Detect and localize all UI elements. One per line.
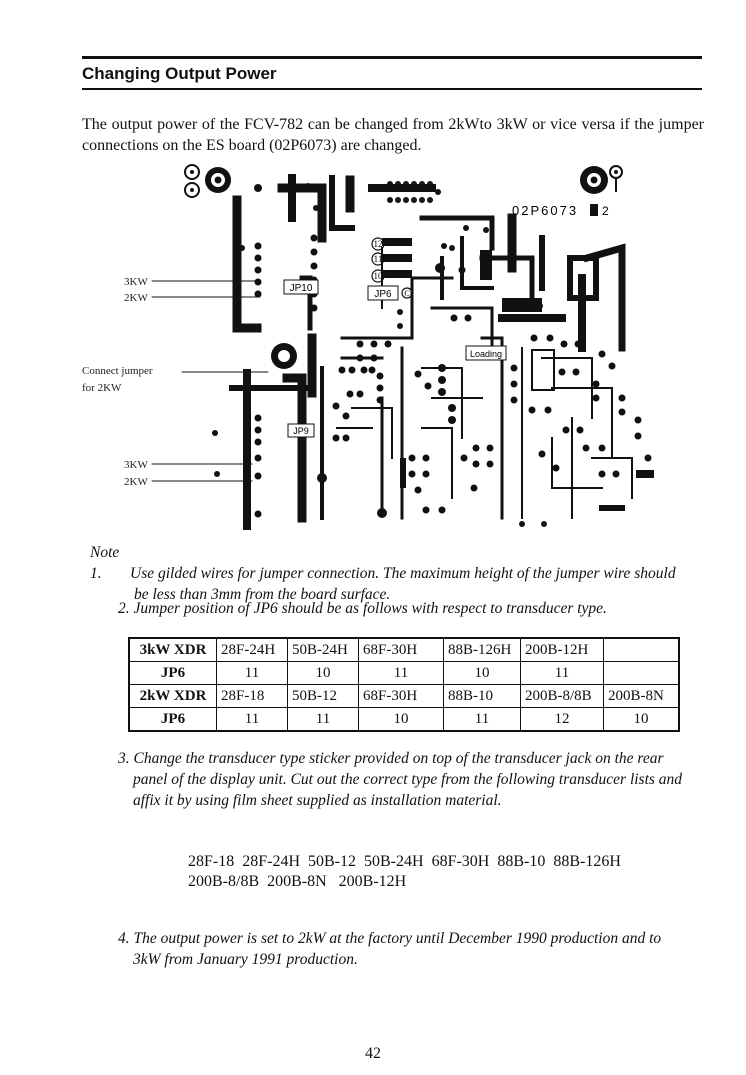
table-cell: 10 <box>358 707 444 732</box>
table-cell: 200B-8/8B <box>520 684 604 708</box>
loading-label: Loading <box>470 349 502 359</box>
note-2: 2. Jumper position of JP6 should be as f… <box>118 600 607 617</box>
page-number: 42 <box>365 1045 381 1062</box>
section-bottom-rule <box>82 88 702 90</box>
table-cell: 50B-12 <box>287 684 359 708</box>
note-4-line2: 3kW from January 1991 production. <box>133 951 358 968</box>
table-cell: 11 <box>287 707 359 732</box>
table-cell: 28F-18 <box>216 684 288 708</box>
table-cell: 200B-8N <box>603 684 680 708</box>
table-row: JP6 11 11 10 11 12 10 <box>128 707 680 732</box>
table-row: 2kW XDR 28F-18 50B-12 68F-30H 88B-10 200… <box>128 684 680 708</box>
part-number: 02P6073 <box>512 203 578 218</box>
table-cell <box>603 661 680 685</box>
row-header: 2kW XDR <box>128 684 217 708</box>
table-cell: 10 <box>603 707 680 732</box>
pin-c-label: C <box>404 289 409 298</box>
note-3: 3. Change the transducer type sticker pr… <box>118 748 708 811</box>
pin-11-label: 11 <box>374 254 383 264</box>
table-row: JP6 11 10 11 10 11 <box>128 661 680 685</box>
section-title: Changing Output Power <box>82 64 277 83</box>
jp10-label: JP10 <box>290 283 313 294</box>
table-cell: 50B-24H <box>287 637 359 662</box>
note-4-line1: 4. The output power is set to 2kW at the… <box>118 930 662 947</box>
table-cell: 11 <box>216 661 288 685</box>
note-3-line3: affix it by using film sheet supplied as… <box>133 792 502 809</box>
connect-jumper-label: Connect jumper <box>82 365 153 377</box>
label-2kw-top: 2KW <box>124 292 148 304</box>
row-header: 3kW XDR <box>128 637 217 662</box>
table-cell: 88B-126H <box>443 637 521 662</box>
table-cell: 10 <box>287 661 359 685</box>
note-4: 4. The output power is set to 2kW at the… <box>118 928 708 970</box>
label-3kw-bottom: 3KW <box>124 459 148 471</box>
table-cell: 200B-12H <box>520 637 604 662</box>
table-cell: 11 <box>358 661 444 685</box>
jp9-label: JP9 <box>293 426 309 436</box>
es-board-diagram: 12 11 10 C JP10 JP6 JP9 Loading 3KW 2KW … <box>82 164 654 530</box>
table-cell: 28F-24H <box>216 637 288 662</box>
table-cell: 68F-30H <box>358 684 444 708</box>
table-cell: 12 <box>520 707 604 732</box>
note-1: Note 1. Use gilded wires for jumper conne… <box>90 542 702 605</box>
table-cell: 10 <box>443 661 521 685</box>
table-cell: 68F-30H <box>358 637 444 662</box>
intro-paragraph: The output power of the FCV-782 can be c… <box>82 116 704 154</box>
row-header: JP6 <box>128 661 217 685</box>
pin-10-label: 10 <box>374 271 384 281</box>
table-cell: 11 <box>216 707 288 732</box>
transducer-types-line2: 200B-8/8B 200B-8N 200B-12H <box>188 873 407 890</box>
transducer-types-line1: 28F-18 28F-24H 50B-12 50B-24H 68F-30H 88… <box>188 853 621 870</box>
table-cell: 11 <box>443 707 521 732</box>
jp6-label: JP6 <box>374 289 392 300</box>
part-suffix: 2 <box>602 204 609 218</box>
jp6-transducer-table: 3kW XDR 28F-24H 50B-24H 68F-30H 88B-126H… <box>128 637 680 732</box>
label-3kw-top: 3KW <box>124 276 148 288</box>
row-header: JP6 <box>128 707 217 732</box>
note-1-line2: be less than 3mm from the board surface. <box>134 586 391 603</box>
mounting-hole-icon <box>184 164 231 198</box>
note-3-line2: panel of the display unit. Cut out the c… <box>133 771 683 788</box>
note-1-label: Note 1. <box>90 544 120 582</box>
table-cell <box>603 637 680 662</box>
table-cell: 88B-10 <box>443 684 521 708</box>
pin-12-label: 12 <box>374 239 383 249</box>
transducer-type-list: 28F-18 28F-24H 50B-12 50B-24H 68F-30H 88… <box>188 852 621 892</box>
note-1-line1: Use gilded wires for jumper connection. … <box>130 565 676 582</box>
section-top-rule <box>82 56 702 59</box>
note-3-line1: 3. Change the transducer type sticker pr… <box>118 750 664 767</box>
table-row: 3kW XDR 28F-24H 50B-24H 68F-30H 88B-126H… <box>128 637 680 662</box>
table-cell: 11 <box>520 661 604 685</box>
for-2kw-label: for 2KW <box>82 382 122 394</box>
label-2kw-bottom: 2KW <box>124 476 148 488</box>
